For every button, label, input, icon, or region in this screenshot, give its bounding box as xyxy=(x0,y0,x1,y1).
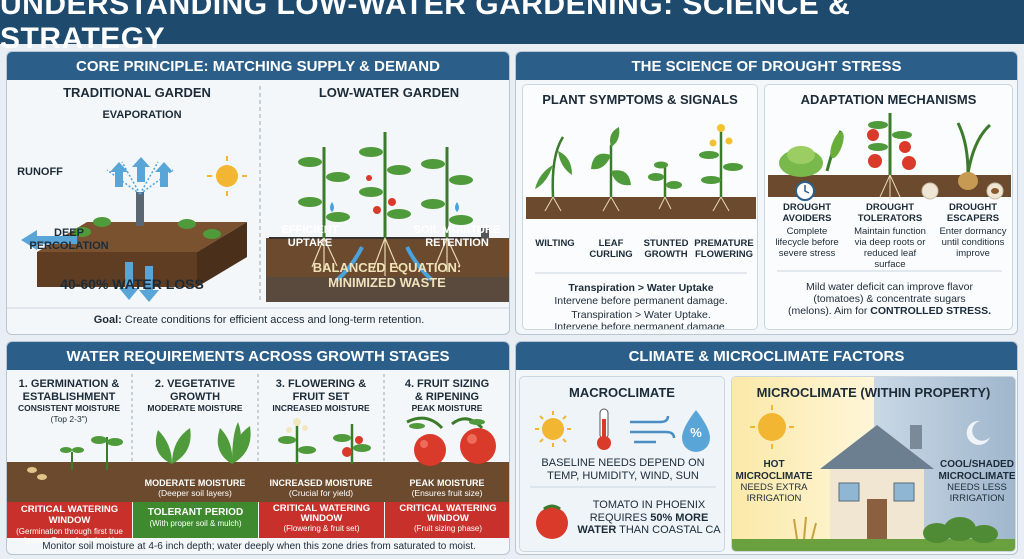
drought-stress-panel: THE SCIENCE OF DROUGHT STRESS xyxy=(515,51,1018,335)
core-principle-illustration xyxy=(7,86,509,309)
stage-3-soil-text: (Crucial for yield) xyxy=(288,488,354,498)
stage-4-soil-text: (Ensures fruit size) xyxy=(411,488,483,498)
core-principle-panel: CORE PRINCIPLE: MATCHING SUPPLY & DEMAND xyxy=(6,51,510,335)
adaptation-title: ADAPTATION MECHANISMS xyxy=(800,92,977,107)
low-water-garden-title: LOW-WATER GARDEN xyxy=(318,85,460,100)
hot-microclimate-title: HOT MICROCLIMATE xyxy=(735,459,813,482)
symptom-label-stunted-growth: STUNTED GROWTH xyxy=(643,238,689,260)
microclimate-card: MICROCLIMATE (WITHIN PROPERTY) HOT MICRO… xyxy=(731,376,1016,552)
microclimate-title: MICROCLIMATE (WITHIN PROPERTY) xyxy=(756,385,991,400)
goal-statement: Goal: Create conditions for efficient ac… xyxy=(7,314,509,327)
growth-stages-panel: WATER REQUIREMENTS ACROSS GROWTH STAGES xyxy=(6,341,510,555)
transpiration-repeat-text: Transpiration > Water Uptake. Intervene … xyxy=(554,309,728,330)
drought-avoiders-name: DROUGHT AVOIDERS xyxy=(782,202,832,224)
macroclimate-illustration xyxy=(530,408,716,539)
growth-stages-illustration xyxy=(7,374,509,502)
stage-1-band-text: (Germination through first true leaves, … xyxy=(16,526,123,546)
stage-1-detail: (Top 2-3") xyxy=(50,414,88,424)
humidity-percent-icon: % xyxy=(690,425,702,440)
symptom-label-leaf-curling: LEAF CURLING xyxy=(589,238,633,260)
stage-3-title: 3. FLOWERING & FRUIT SET xyxy=(275,378,367,403)
stage-2-soil-title: MODERATE MOISTURE xyxy=(144,478,246,488)
stage-1-band-title: CRITICAL WATERING WINDOW xyxy=(20,504,119,527)
stage-3-band-text: (Flowering & fruit set) xyxy=(283,523,360,533)
drought-escapers-name: DROUGHT ESCAPERS xyxy=(946,202,1000,224)
stage-3-need: INCREASED MOISTURE xyxy=(272,403,370,413)
tomato-phoenix-text: TOMATO IN PHOENIX REQUIRES 50% MORE WATE… xyxy=(572,499,724,537)
symptom-label-wilting: WILTING xyxy=(535,238,575,249)
adaptation-illustration xyxy=(768,113,1011,272)
evaporation-label: EVAPORATION xyxy=(102,109,182,121)
tomato-phoenix-part-c: THAN COASTAL CA xyxy=(616,524,721,537)
drought-escapers-desc: Enter dormancy until conditions improve xyxy=(939,226,1007,259)
plant-symptoms-card: PLANT SYMPTOMS & SIGNALS WILTING LEAF CU… xyxy=(522,84,758,330)
core-principle-header: CORE PRINCIPLE: MATCHING SUPPLY & DEMAND xyxy=(7,52,509,80)
macroclimate-card: MACROCLIMATE % BASELINE NEEDS DEPEND ON … xyxy=(519,376,725,552)
stage-2-soil-text: (Deeper soil layers) xyxy=(158,488,232,498)
drought-tolerators-desc: Maintain function via deep roots or redu… xyxy=(854,226,926,270)
stage-1-title: 1. GERMINATION & ESTABLISHMENT xyxy=(18,378,120,403)
cool-microclimate-title: COOL/SHADED MICROCLIMATE xyxy=(938,459,1016,482)
controlled-stress-note: Mild water deficit can improve flavor (t… xyxy=(771,281,1008,317)
stage-2-need: MODERATE MOISTURE xyxy=(147,403,243,413)
stage-2-band: TOLERANT PERIOD (With proper soil & mulc… xyxy=(133,502,258,538)
controlled-stress-emphasis: CONTROLLED STRESS. xyxy=(870,305,992,318)
stage-3-soil-title: INCREASED MOISTURE xyxy=(269,478,373,488)
stage-2-title: 2. VEGETATIVE GROWTH xyxy=(154,378,236,403)
growth-stages-header: WATER REQUIREMENTS ACROSS GROWTH STAGES xyxy=(7,342,509,370)
controlled-stress-note-text: Mild water deficit can improve flavor (t… xyxy=(787,281,973,318)
goal-label: Goal: xyxy=(93,314,122,326)
runoff-label: RUNOFF xyxy=(17,166,63,178)
plant-symptoms-title: PLANT SYMPTOMS & SIGNALS xyxy=(542,92,738,107)
balanced-equation-label: BALANCED EQUATION: MINIMIZED WASTE xyxy=(312,260,462,290)
monitoring-footer: Monitor soil moisture at 4-6 inch depth;… xyxy=(42,541,476,552)
climate-header: CLIMATE & MICROCLIMATE FACTORS xyxy=(516,342,1017,370)
page-title: UNDERSTANDING LOW-WATER GARDENING: SCIEN… xyxy=(0,0,1024,55)
stage-4-title: 4. FRUIT SIZING & RIPENING xyxy=(404,378,490,403)
goal-text: Create conditions for efficient access a… xyxy=(121,314,425,326)
efficient-uptake-label: EFFICIENT UPTAKE xyxy=(281,224,339,249)
transpiration-bold-line: Transpiration > Water Uptake xyxy=(568,282,714,294)
drought-stress-header: THE SCIENCE OF DROUGHT STRESS xyxy=(516,52,1017,80)
climate-panel: CLIMATE & MICROCLIMATE FACTORS xyxy=(515,341,1018,555)
macroclimate-baseline-text: BASELINE NEEDS DEPEND ON TEMP, HUMIDITY,… xyxy=(541,457,705,482)
stage-4-band-text: (Fruit sizing phase) xyxy=(413,523,483,533)
tomato-phoenix-part-a: TOMATO IN PHOENIX REQUIRES xyxy=(589,499,706,524)
stage-4-need: PEAK MOISTURE xyxy=(411,403,483,413)
traditional-garden-title: TRADITIONAL GARDEN xyxy=(63,85,211,100)
adaptation-card: ADAPTATION MECHANISMS DROUGHT AVOIDERS C… xyxy=(764,84,1013,330)
intervene-line: Intervene before permanent damage. xyxy=(554,295,728,307)
soil-moisture-retention-label: SOIL MOISTURE RETENTION xyxy=(413,224,501,249)
tomato-phoenix-emphasis: 50% MORE WATER xyxy=(577,511,709,537)
symptoms-illustration xyxy=(526,124,756,274)
stage-4-band: CRITICAL WATERING WINDOW (Fruit sizing p… xyxy=(385,502,509,538)
stage-2-band-title: TOLERANT PERIOD xyxy=(147,507,244,518)
stage-2-band-text: (With proper soil & mulch) xyxy=(149,519,242,528)
stage-1-need: CONSISTENT MOISTURE xyxy=(17,403,120,413)
symptom-label-premature-flowering: PREMATURE FLOWERING xyxy=(694,238,754,260)
drought-avoiders-desc: Complete lifecycle before severe stress xyxy=(775,226,839,259)
stage-3-band: CRITICAL WATERING WINDOW (Flowering & fr… xyxy=(259,502,384,538)
stage-4-band-title: CRITICAL WATERING WINDOW xyxy=(399,503,497,524)
water-loss-label: 40-60% WATER LOSS xyxy=(60,276,204,292)
hot-microclimate-text: NEEDS EXTRA IRRIGATION xyxy=(740,482,808,504)
stage-1-band: CRITICAL WATERING WINDOW (Germination th… xyxy=(7,502,132,545)
stage-4-soil-title: PEAK MOISTURE xyxy=(409,478,485,488)
drought-tolerators-name: DROUGHT TOLERATORS xyxy=(857,202,923,224)
stage-3-band-title: CRITICAL WATERING WINDOW xyxy=(272,503,371,524)
microclimate-illustration xyxy=(732,377,1015,551)
cool-microclimate-text: NEEDS LESS IRRIGATION xyxy=(947,482,1007,504)
deep-percolation-label: DEEP PERCOLATION xyxy=(29,227,109,252)
macroclimate-title: MACROCLIMATE xyxy=(569,385,675,400)
